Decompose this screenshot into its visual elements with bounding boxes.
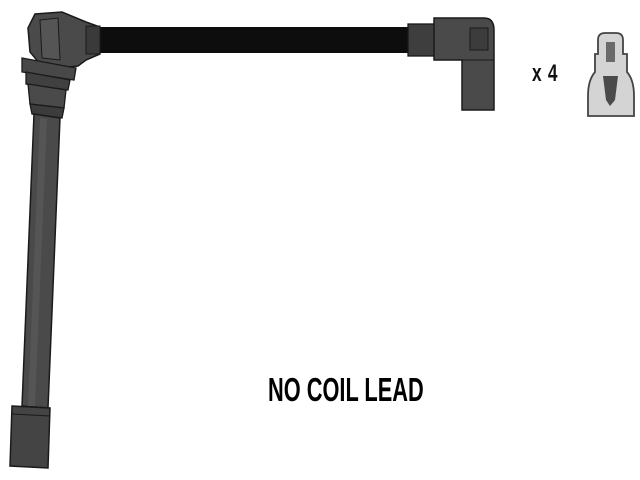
left-boot-collar bbox=[21, 57, 77, 119]
quantity-label: x 4 bbox=[532, 60, 559, 87]
right-boot bbox=[407, 17, 495, 111]
spark-plug-terminal-icon bbox=[587, 32, 635, 117]
left-boot-top bbox=[27, 11, 101, 69]
left-boot-shaft bbox=[21, 113, 61, 409]
left-boot-cap bbox=[9, 405, 51, 469]
product-caption: NO COIL LEAD bbox=[268, 371, 424, 408]
lead-cable bbox=[88, 27, 416, 53]
